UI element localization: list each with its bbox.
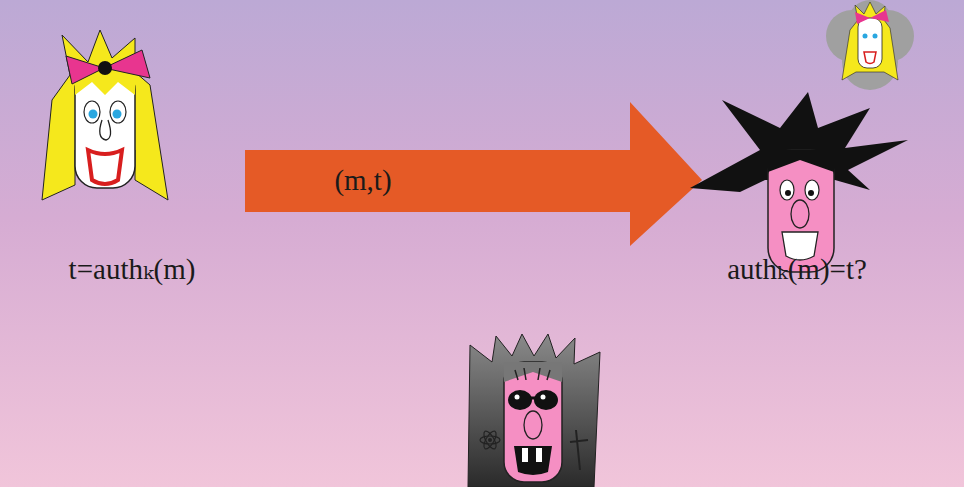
- bob-figure: [690, 92, 908, 272]
- label-box: authₖ(m)=t?: [727, 252, 867, 287]
- message-arrow: [245, 102, 702, 246]
- alice-figure: [42, 30, 168, 200]
- label-box: t=authₖ(m): [69, 252, 196, 287]
- sender-label: t=authₖ(m): [69, 252, 196, 287]
- eve-figure: [468, 334, 600, 487]
- thought-bubble: [826, 0, 914, 90]
- label-box: (m,t): [334, 163, 391, 198]
- message-label: (m,t): [334, 163, 391, 198]
- receiver-label: authₖ(m)=t?: [727, 252, 867, 287]
